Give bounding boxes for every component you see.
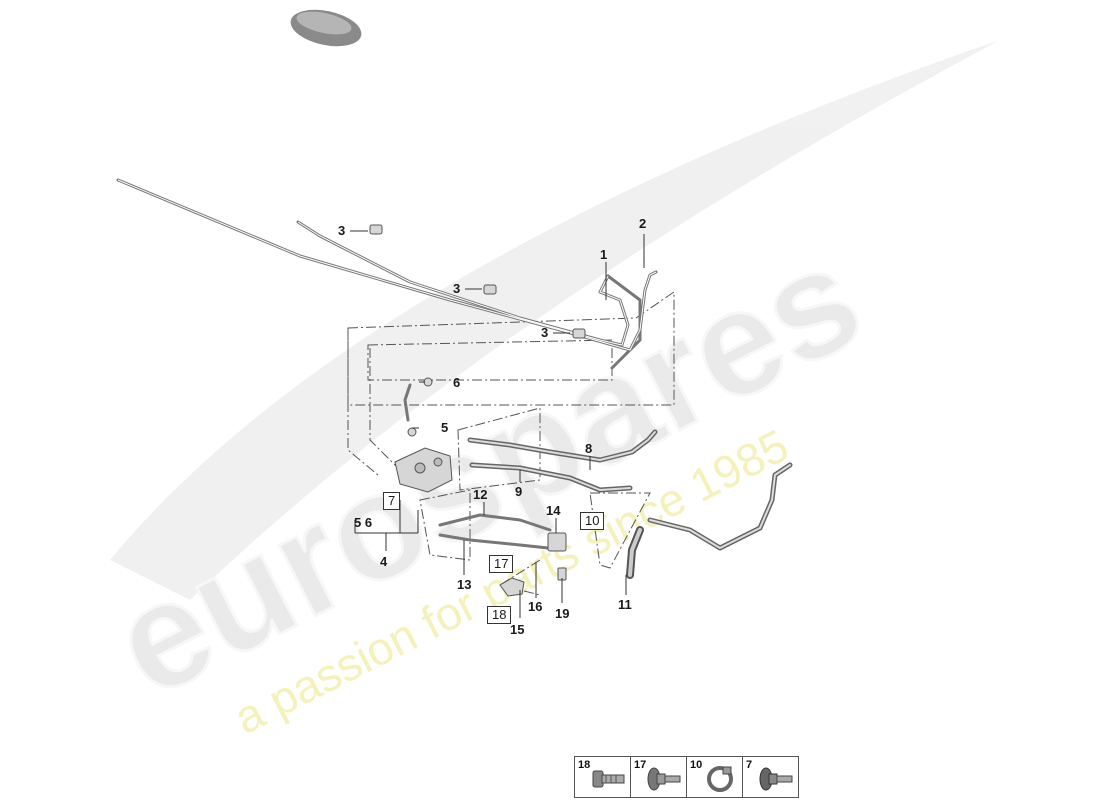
bolt-washer-icon: [647, 767, 681, 791]
callout-6: 6: [453, 375, 461, 390]
clip-3a: [369, 224, 383, 235]
clip-3b: [483, 284, 497, 295]
legend-number: 18: [578, 759, 591, 771]
legend-number: 10: [690, 759, 703, 771]
line-to-valve: [403, 383, 412, 422]
callout-11: 11: [618, 597, 632, 612]
outline-left-inner: [369, 348, 401, 471]
hose-clamp-icon: [707, 766, 733, 792]
legend-cell-10: 10: [687, 757, 743, 797]
legend-cell-18: 18: [575, 757, 631, 797]
callout-4: 4: [380, 554, 388, 569]
legend-number: 17: [634, 759, 647, 771]
callout-13: 13: [457, 577, 472, 592]
outline-outer: [347, 291, 675, 406]
leader-lines: [350, 230, 645, 618]
clip-3c: [572, 328, 586, 339]
outline-left: [347, 330, 379, 476]
emblem-icon: [290, 9, 362, 47]
bolt-washer-icon: [759, 767, 793, 791]
bracket-15: [499, 577, 525, 597]
callout-5: 5: [441, 420, 449, 435]
watermark: eurospares a passion for parts since 198…: [87, 40, 1000, 744]
brake-hoses: [438, 429, 793, 579]
callout-7: 7: [383, 492, 401, 510]
callout-2: 2: [639, 216, 647, 231]
callout-3c: 3: [541, 325, 549, 340]
fastener-legend: 18 17 10 7: [574, 756, 799, 798]
callout-3b: 3: [453, 281, 461, 296]
fitting-6: [423, 377, 433, 387]
legend-cell-7: 7: [743, 757, 798, 797]
callout-1: 1: [600, 247, 608, 262]
callout-9: 9: [515, 484, 523, 499]
callout-16: 16: [528, 599, 543, 614]
callout-18: 18: [487, 606, 512, 624]
line-12: [438, 513, 552, 532]
callout-10: 10: [580, 512, 605, 530]
line-13: [438, 533, 550, 550]
callout-12: 12: [473, 487, 488, 502]
outline-right: [589, 492, 651, 569]
outline-lower: [498, 559, 541, 596]
brake-line-inner: [606, 274, 642, 370]
legend-number: 7: [746, 759, 753, 771]
fitting-5: [407, 427, 417, 437]
legend-cell-17: 17: [631, 757, 687, 797]
assembly-outlines: [347, 291, 675, 596]
outline-mid: [457, 407, 541, 491]
callout-5-6: 5 6: [354, 515, 373, 530]
callout-19: 19: [555, 606, 570, 621]
bolt-flange-icon: [592, 770, 625, 788]
callout-14: 14: [546, 503, 561, 518]
callout-15: 15: [510, 622, 525, 637]
watermark-swoosh: [110, 40, 1000, 600]
outline-inner: [367, 339, 613, 381]
callout-17: 17: [489, 555, 514, 573]
callout-3a: 3: [338, 223, 346, 238]
callout-8: 8: [585, 441, 593, 456]
connector-14: [547, 532, 567, 552]
